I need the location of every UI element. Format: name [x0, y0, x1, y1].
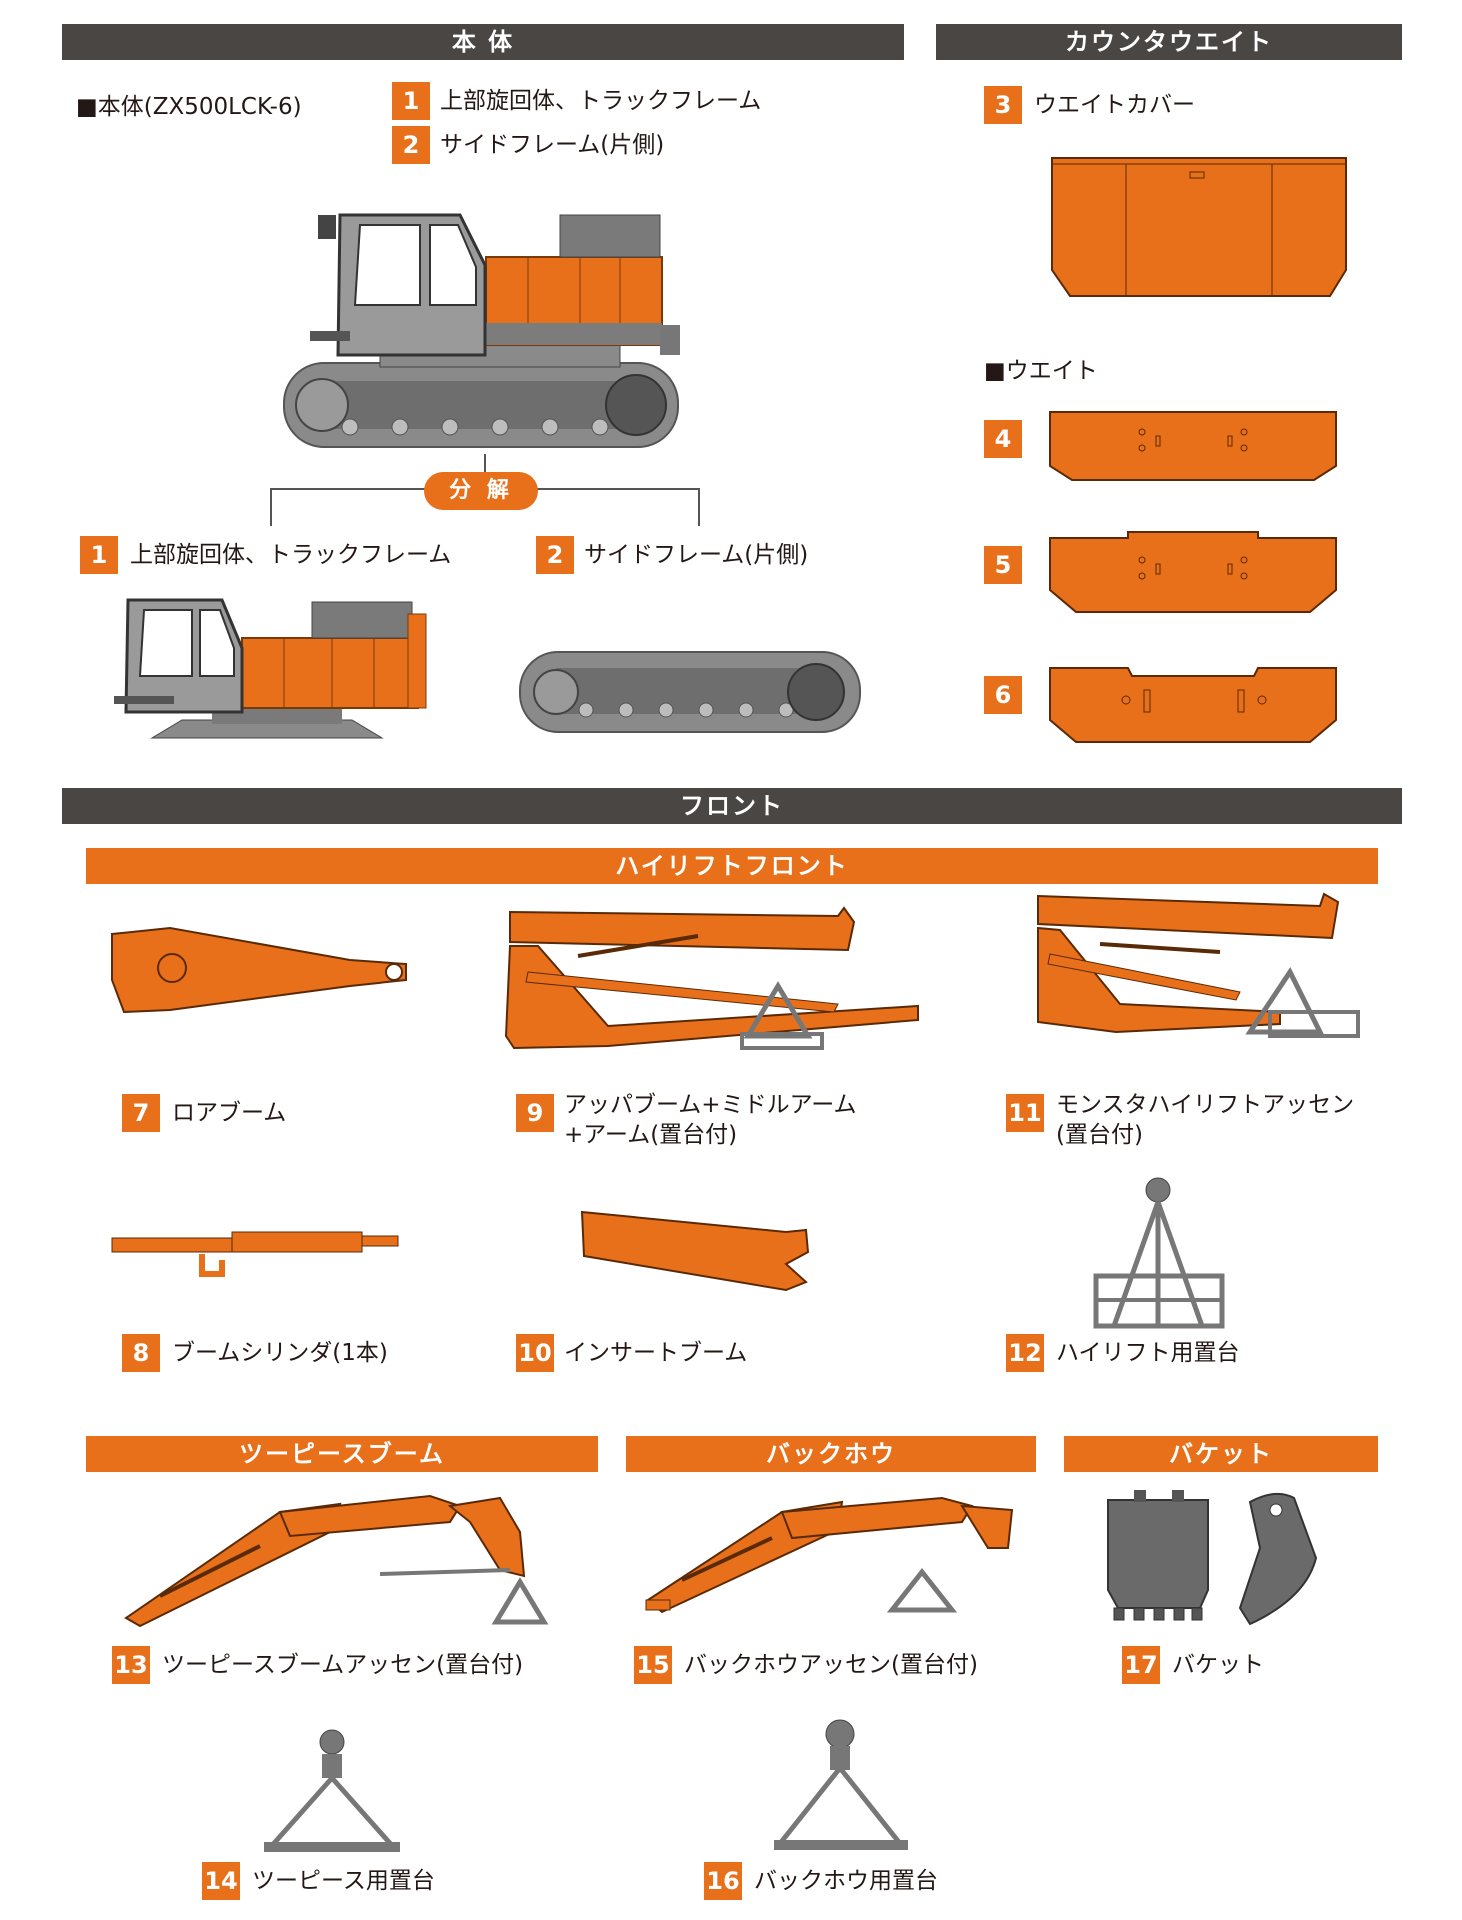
upper-boom-middle-arm-illustration: [504, 906, 919, 1050]
section-body-bar: 本 体: [62, 24, 904, 60]
item-10-number: 10: [516, 1334, 554, 1372]
item-3-label: ウエイトカバー: [1034, 92, 1195, 118]
item-13-label: ツーピースブームアッセン(置台付): [162, 1652, 524, 1678]
weight-heading: ■ウエイト: [984, 358, 1098, 384]
two-piece-boom-bar: ツーピースブーム: [86, 1436, 598, 1472]
boom-cylinder-illustration: [111, 1231, 399, 1277]
item-4-number: 4: [984, 420, 1022, 458]
item-15-label: バックホウアッセン(置台付): [684, 1652, 978, 1678]
item-9-label-2: +アーム(置台付): [564, 1122, 738, 1148]
section-counterweight-title: カウンタウエイト: [1065, 28, 1273, 56]
split-line-left: [270, 488, 272, 526]
item-3-number: 3: [984, 86, 1022, 124]
backhoe-title: バックホウ: [766, 1440, 896, 1468]
item-8-label: ブームシリンダ(1本): [172, 1340, 388, 1366]
section-body-title: 本 体: [451, 28, 515, 56]
weight-4-illustration: [1049, 411, 1337, 481]
item-15-number: 15: [634, 1646, 672, 1684]
bucket-title: バケット: [1169, 1440, 1273, 1468]
item-8-number: 8: [122, 1334, 160, 1372]
item-17-number: 17: [1122, 1646, 1160, 1684]
item-5-number: 5: [984, 546, 1022, 584]
section-front-title: フロント: [680, 792, 784, 820]
insert-boom-illustration: [580, 1210, 810, 1292]
lower-boom-illustration: [111, 926, 407, 1014]
excavator-full-illustration: [283, 213, 680, 448]
side-frame-illustration: [519, 651, 861, 733]
highlift-front-title: ハイリフトフロント: [615, 852, 849, 880]
upper-structure-illustration: [114, 598, 427, 739]
item-1-label-lower: 上部旋回体、トラックフレーム: [130, 542, 452, 568]
item-2-number-lower: 2: [536, 536, 574, 574]
disassemble-badge: 分 解: [424, 472, 538, 510]
item-11-number: 11: [1006, 1094, 1044, 1132]
bucket-side-illustration: [1238, 1492, 1318, 1626]
backhoe-stand-illustration: [774, 1719, 908, 1850]
section-counterweight-bar: カウンタウエイト: [936, 24, 1402, 60]
item-14-number: 14: [202, 1862, 240, 1900]
bucket-bar: バケット: [1064, 1436, 1378, 1472]
item-2-label: サイドフレーム(片側): [440, 132, 665, 158]
item-9-number: 9: [516, 1094, 554, 1132]
item-7-number: 7: [122, 1094, 160, 1132]
weight-cover-illustration: [1051, 157, 1347, 297]
item-17-label: バケット: [1172, 1652, 1264, 1678]
item-2-label-lower: サイドフレーム(片側): [584, 542, 809, 568]
item-1-number-lower: 1: [80, 536, 118, 574]
two-piece-stand-illustration: [264, 1729, 400, 1852]
weight-5-illustration: [1049, 531, 1337, 613]
backhoe-bar: バックホウ: [626, 1436, 1036, 1472]
split-line-stem: [484, 454, 486, 488]
backhoe-illustration: [645, 1496, 1014, 1614]
two-piece-boom-title: ツーピースブーム: [238, 1440, 446, 1468]
item-16-label: バックホウ用置台: [754, 1868, 938, 1894]
highlift-stand-illustration: [1093, 1177, 1225, 1329]
item-7-label: ロアブーム: [172, 1100, 287, 1126]
item-11-label-2: (置台付): [1056, 1122, 1143, 1148]
item-1-number: 1: [392, 82, 430, 120]
item-13-number: 13: [112, 1646, 150, 1684]
item-10-label: インサートブーム: [564, 1340, 748, 1366]
body-model-label: ■本体(ZX500LCK-6): [76, 94, 302, 120]
item-12-number: 12: [1006, 1334, 1044, 1372]
section-front-bar: フロント: [62, 788, 1402, 824]
item-2-number: 2: [392, 126, 430, 164]
highlift-front-bar: ハイリフトフロント: [86, 848, 1378, 884]
monster-highlift-illustration: [1037, 892, 1360, 1038]
split-line-right: [698, 488, 700, 526]
bucket-front-illustration: [1107, 1490, 1209, 1621]
two-piece-boom-illustration: [124, 1494, 549, 1628]
item-16-number: 16: [704, 1862, 742, 1900]
item-9-label: アッパブーム+ミドルアーム: [564, 1092, 857, 1118]
weight-6-illustration: [1049, 667, 1337, 743]
item-14-label: ツーピース用置台: [252, 1868, 435, 1894]
item-12-label: ハイリフト用置台: [1056, 1340, 1240, 1366]
item-11-label: モンスタハイリフトアッセン: [1056, 1092, 1355, 1118]
item-1-label: 上部旋回体、トラックフレーム: [440, 88, 762, 114]
item-6-number: 6: [984, 676, 1022, 714]
